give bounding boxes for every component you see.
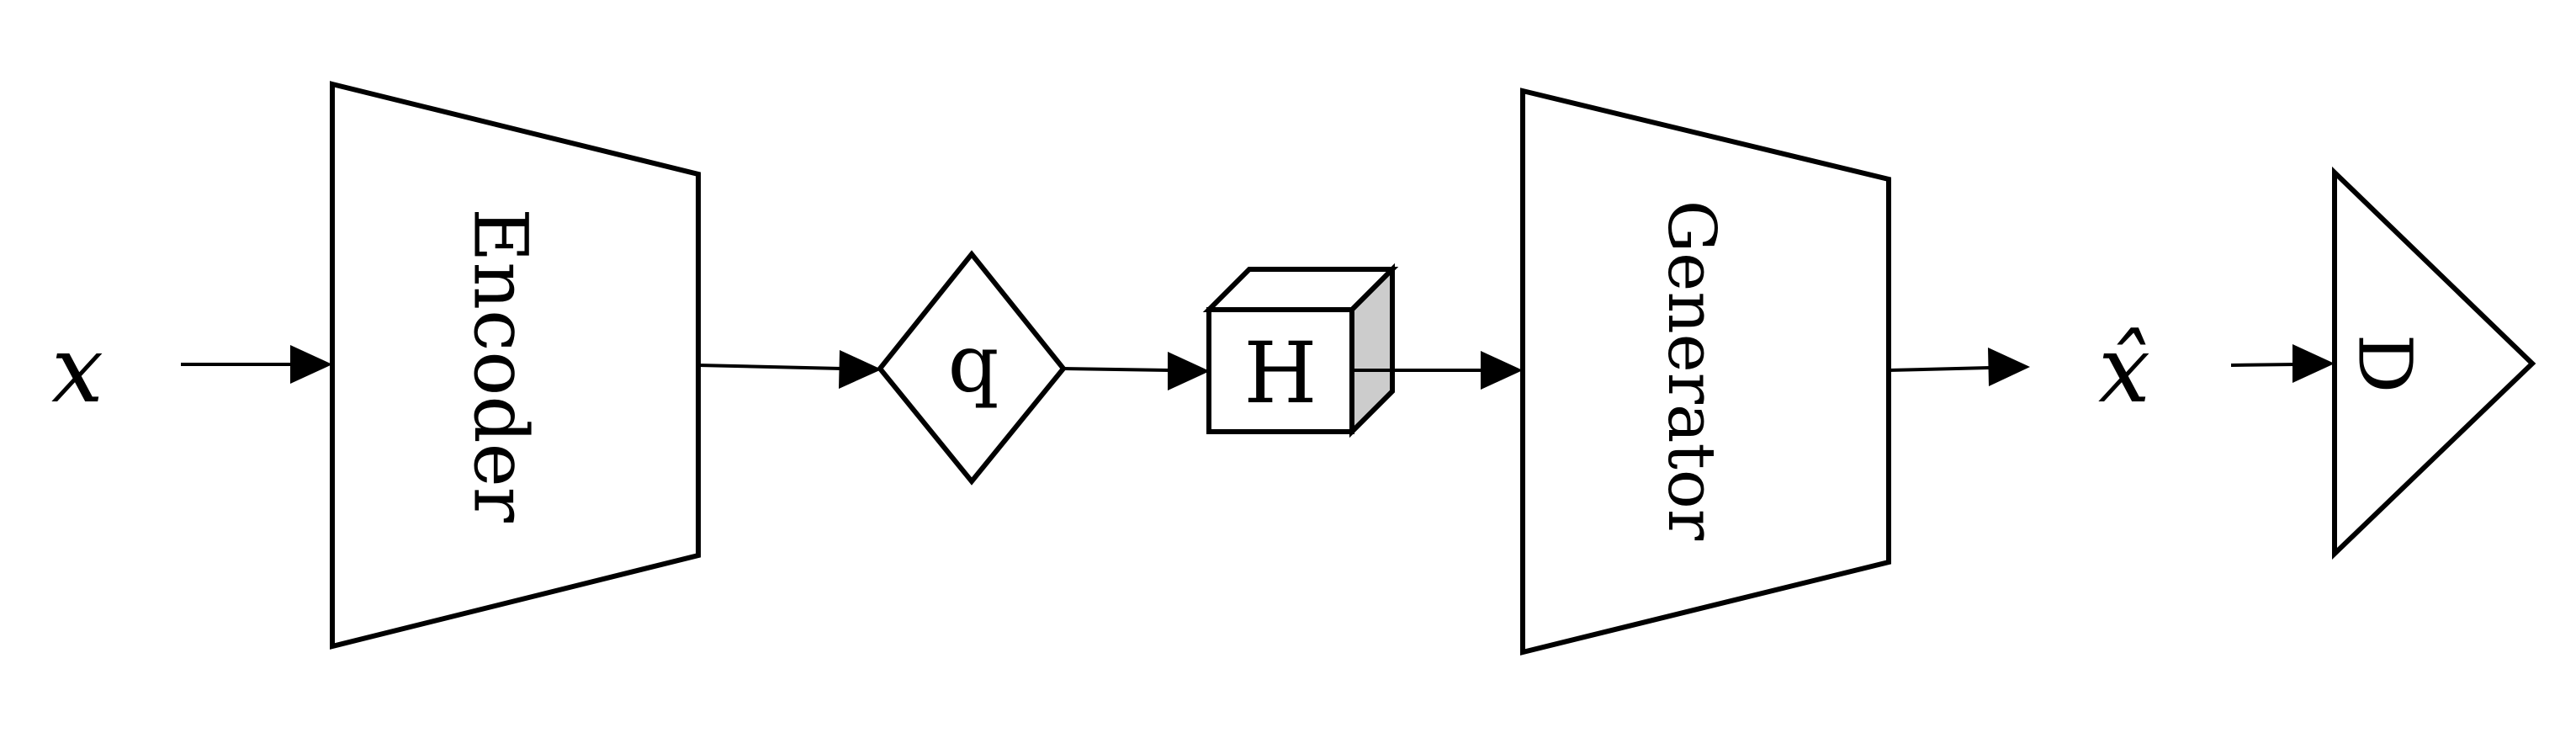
edge-input-to-encoder bbox=[181, 345, 332, 384]
entropy-coder-cube: H bbox=[1202, 263, 1399, 438]
discriminator-label: D bbox=[2342, 334, 2429, 394]
quantizer-block: q bbox=[877, 250, 1067, 486]
encoder-block: Encoder bbox=[330, 81, 701, 650]
entropy-label: H bbox=[1243, 324, 1317, 422]
generator-label: Generator bbox=[1653, 200, 1729, 541]
discriminator-block: D bbox=[2332, 166, 2536, 560]
quantizer-label: q bbox=[948, 318, 999, 411]
edge-entropy-to-generator bbox=[1352, 351, 1523, 390]
cube-front-face bbox=[1206, 307, 1354, 434]
edge-output-to-discriminator bbox=[2230, 344, 2335, 383]
output-x-hat-label: x̂ bbox=[2098, 316, 2150, 423]
input-x-label: x bbox=[51, 316, 103, 423]
encoder-label: Encoder bbox=[458, 208, 544, 523]
edge-encoder-to-quantizer bbox=[697, 350, 882, 389]
generator-block: Generator bbox=[1520, 88, 1891, 656]
edge-quantizer-to-entropy bbox=[1063, 352, 1210, 390]
edge-generator-to-output bbox=[1888, 348, 2030, 386]
